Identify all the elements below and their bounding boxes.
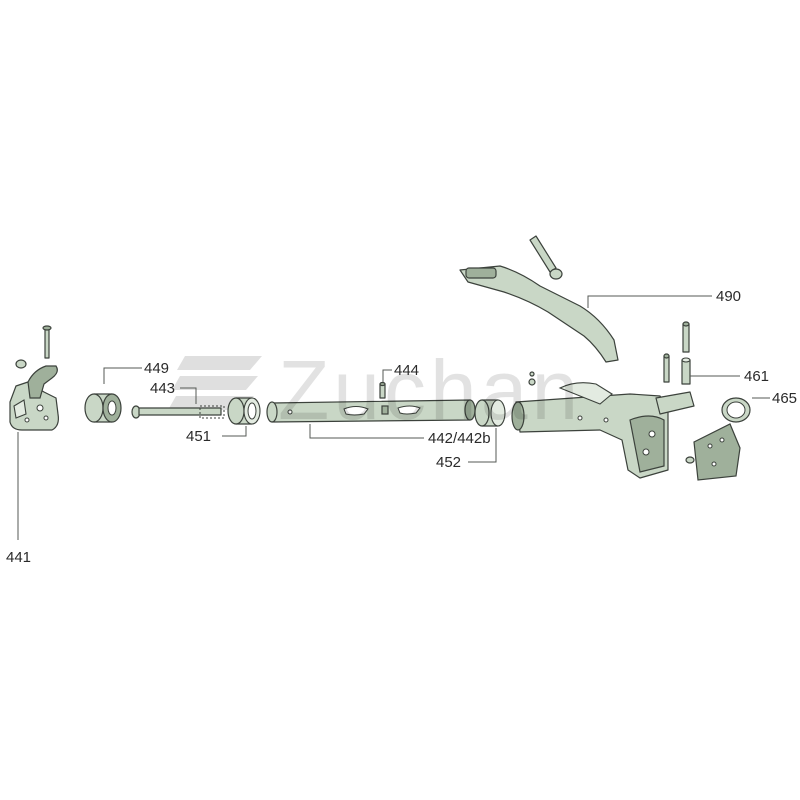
callout-490: 490: [716, 288, 742, 305]
leader-452: [468, 428, 497, 463]
bolt-shaft: [44, 327, 50, 359]
handbrake-lever-part-490: [459, 235, 619, 363]
callout-451: 451: [186, 428, 212, 445]
leader-449: [103, 367, 142, 384]
sleeve-part-451: [227, 397, 261, 425]
leader-444: [382, 369, 392, 382]
pin-part-444: [379, 381, 386, 399]
small-nut: [528, 378, 536, 386]
leader-451: [222, 426, 247, 437]
callout-444: 444: [394, 362, 420, 379]
lever-bolt: [529, 235, 557, 273]
callout-443: 443: [150, 380, 176, 397]
ring-part-465: [721, 397, 751, 423]
ring-sleeve-part-452: [474, 399, 506, 427]
main-housing-assembly: [511, 371, 695, 479]
leader-443: [180, 387, 197, 404]
callout-449: 449: [144, 360, 170, 377]
callout-465: 465: [772, 390, 798, 407]
pins-part-461: [663, 321, 691, 385]
callout-441: 441: [6, 549, 32, 566]
bushing-part-449: [84, 393, 122, 423]
washer: [15, 359, 27, 369]
leader-490: [587, 295, 712, 308]
coupling-head-part-441: [9, 325, 59, 431]
handle-lever: [27, 365, 58, 399]
small-washer: [529, 371, 535, 377]
bracket-plate: [685, 423, 741, 481]
callout-461: 461: [744, 368, 770, 385]
spring-rod-part-443: [131, 405, 225, 419]
callout-442-442b: 442/442b: [428, 430, 491, 447]
drawbar-tube-part-442: [266, 399, 476, 423]
callout-452: 452: [436, 454, 462, 471]
watermark-text: Zuchan: [278, 343, 583, 437]
leader-442: [309, 424, 424, 439]
